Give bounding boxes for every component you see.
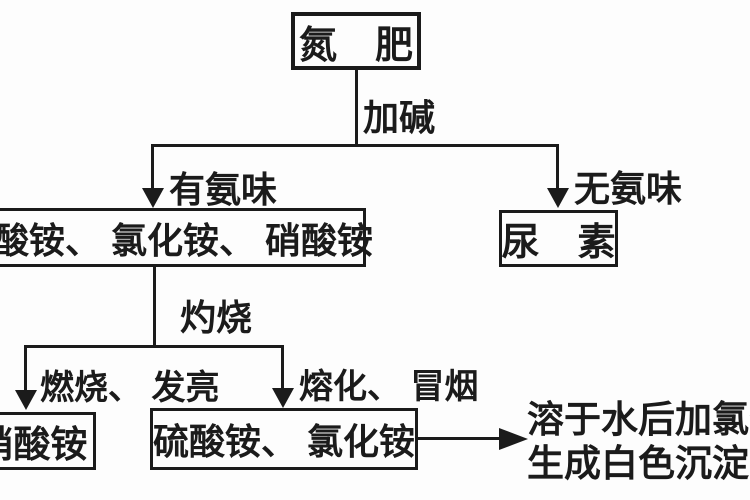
flow-node-label: 氮 肥 (298, 24, 413, 67)
connector-salts-to-branch2 (153, 266, 156, 347)
edge-label-no-ammonia-smell: 无氨味 (574, 168, 683, 209)
edge-label-melts-smokes: 熔化、 冒烟 (299, 368, 479, 406)
edge-label-calcination: 灼烧 (180, 297, 253, 338)
result-note-line1: 溶于水后加氯化 (527, 399, 750, 440)
result-note-line2: 生成白色沉淀的 (527, 443, 750, 484)
flow-node-ammonium-nitrate: 硝酸铵 (0, 412, 96, 470)
connector-to-result-note (418, 437, 501, 440)
flow-node-ammonium-salts: 硫酸铵、 氯化铵、 硝酸铵 (0, 208, 373, 267)
edge-label-has-ammonia-smell: 有氨味 (169, 169, 278, 210)
flow-node-nitrogen-fertilizer: 氮 肥 (291, 12, 421, 70)
connector-root-to-branch (355, 68, 358, 146)
connector-branch2-left (24, 345, 27, 392)
arrow-right-icon (499, 428, 528, 450)
arrow-down-icon (142, 188, 164, 208)
arrow-down-icon (15, 390, 37, 410)
flow-node-urea: 尿 素 (499, 210, 618, 267)
flow-node-label: 硫酸铵、 氯化铵 (153, 421, 416, 462)
flow-node-label: 尿 素 (501, 222, 616, 264)
connector-branch2-right (281, 345, 284, 390)
edge-label-add-alkali: 加碱 (363, 97, 436, 138)
arrow-down-icon (272, 388, 294, 408)
flow-node-label: 硫酸铵、 氯化铵、 硝酸铵 (0, 219, 374, 261)
connector-branch1-right (556, 144, 559, 190)
arrow-down-icon (547, 188, 569, 208)
flow-node-label: 硝酸铵 (0, 424, 88, 465)
result-note: 溶于水后加氯化 生成白色沉淀的 (527, 398, 750, 490)
edge-label-burns-glows: 燃烧、 发亮 (40, 369, 220, 407)
connector-branch2-horizontal (24, 345, 284, 348)
connector-branch1-horizontal (151, 144, 559, 147)
connector-branch1-left (151, 144, 154, 190)
flow-node-sulfate-and-chloride: 硫酸铵、 氯化铵 (150, 408, 418, 470)
